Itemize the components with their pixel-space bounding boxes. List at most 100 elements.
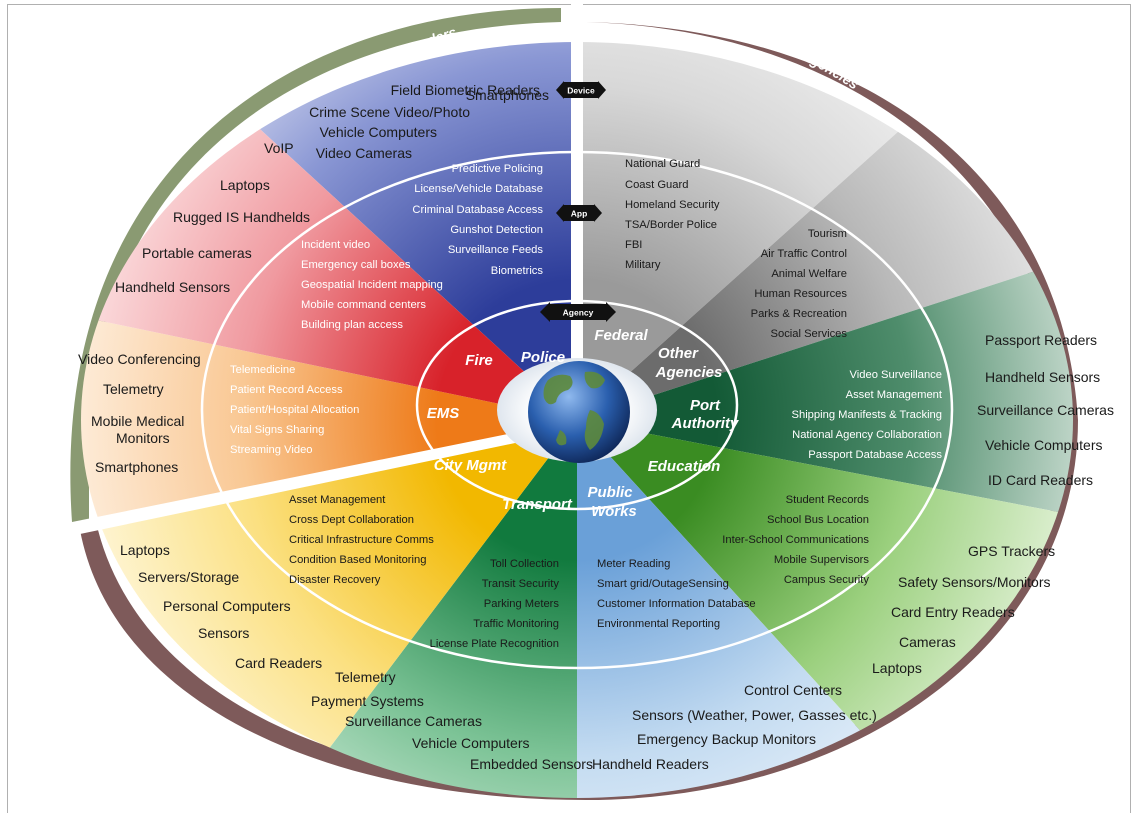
device-item: Sensors (Weather, Power, Gasses etc.) xyxy=(632,707,877,723)
app-item: TSA/Border Police xyxy=(625,219,717,231)
app-item: Video Surveillance xyxy=(850,369,942,381)
agency-ems: EMS xyxy=(427,405,460,422)
agency-port-1: Port xyxy=(690,397,721,414)
globe-land xyxy=(543,371,605,450)
agency-other-2: Agencies xyxy=(655,364,723,381)
device-item: VoIP xyxy=(264,140,294,156)
device-list-ems: Video Conferencing Telemetry Mobile Medi… xyxy=(78,351,201,475)
device-list-transport: Telemetry Payment Systems Surveillance C… xyxy=(311,669,593,772)
device-item: Cameras xyxy=(899,634,956,650)
agency-tag: Agency xyxy=(540,302,616,322)
app-list-federal: National Guard Coast Guard Homeland Secu… xyxy=(625,158,720,271)
app-item: Human Resources xyxy=(754,288,847,300)
agency-labels: Police Federal Other Agencies Port Autho… xyxy=(427,327,739,520)
device-list-education: GPS Trackers Safety Sensors/Monitors Car… xyxy=(872,543,1055,676)
app-list-police: Predictive Policing License/Vehicle Data… xyxy=(412,163,543,277)
globe-icon xyxy=(528,361,630,463)
device-item: Control Centers xyxy=(744,682,842,698)
device-item: Video Cameras xyxy=(316,145,412,161)
app-list-other: Tourism Air Traffic Control Animal Welfa… xyxy=(751,228,848,340)
device-item: Vehicle Computers xyxy=(985,437,1103,453)
device-item: Payment Systems xyxy=(311,693,424,709)
app-item: Meter Reading xyxy=(597,558,670,570)
app-item: Asset Management xyxy=(846,389,943,401)
app-list-public-works: Meter Reading Smart grid/OutageSensing C… xyxy=(597,558,756,630)
device-item: Card Entry Readers xyxy=(891,604,1015,620)
device-item: Handheld Readers xyxy=(592,756,709,772)
device-item: Mobile Medical xyxy=(91,413,184,429)
app-item: Student Records xyxy=(786,494,870,506)
app-item: Traffic Monitoring xyxy=(473,618,559,630)
device-item: Video Conferencing xyxy=(78,351,201,367)
app-item: Coast Guard xyxy=(625,179,688,191)
app-item: Gunshot Detection xyxy=(450,224,543,236)
app-list-port: Video Surveillance Asset Management Ship… xyxy=(792,369,943,461)
app-item: Patient Record Access xyxy=(230,384,343,396)
svg-text:Agency: Agency xyxy=(563,308,594,318)
agency-education: Education xyxy=(648,458,721,475)
device-item: Smartphones xyxy=(95,459,178,475)
app-item: Environmental Reporting xyxy=(597,618,720,630)
app-item: Mobile command centers xyxy=(301,299,426,311)
app-item: Asset Management xyxy=(289,494,386,506)
app-list-education: Student Records School Bus Location Inte… xyxy=(722,494,869,586)
app-item: Mobile Supervisors xyxy=(774,554,870,566)
app-item: Predictive Policing xyxy=(452,163,543,175)
device-item: Card Readers xyxy=(235,655,322,671)
device-item: Vehicle Computers xyxy=(412,735,530,751)
agency-public-2: Works xyxy=(591,503,637,520)
device-item: Monitors xyxy=(116,430,170,446)
app-item: Critical Infrastructure Comms xyxy=(289,534,434,546)
app-item: Criminal Database Access xyxy=(412,204,543,216)
device-item: ID Card Readers xyxy=(988,472,1093,488)
device-item: Surveillance Cameras xyxy=(977,402,1114,418)
app-item: Toll Collection xyxy=(490,558,559,570)
app-item: Transit Security xyxy=(482,578,560,590)
agency-public-1: Public xyxy=(587,484,633,501)
app-item: National Agency Collaboration xyxy=(792,429,942,441)
app-item: Homeland Security xyxy=(625,199,720,211)
app-item: Inter-School Communications xyxy=(722,534,869,546)
device-list-port: Passport Readers Handheld Sensors Survei… xyxy=(977,332,1114,488)
other-agencies-wedge xyxy=(577,130,1073,420)
device-item: Smartphones xyxy=(466,87,549,103)
agency-federal: Federal xyxy=(594,327,648,344)
app-item: Streaming Video xyxy=(230,444,313,456)
app-item: Social Services xyxy=(771,328,848,340)
app-item: Vital Signs Sharing xyxy=(230,424,324,436)
device-item: Handheld Sensors xyxy=(985,369,1100,385)
app-item: Disaster Recovery xyxy=(289,574,381,586)
device-item: Servers/Storage xyxy=(138,569,239,585)
ems-wedge xyxy=(81,300,577,540)
app-item: Campus Security xyxy=(784,574,870,586)
app-item: Telemedicine xyxy=(230,364,295,376)
device-item: Crime Scene Video/Photo xyxy=(309,104,470,120)
device-item: Personal Computers xyxy=(163,598,291,614)
app-item: Cross Dept Collaboration xyxy=(289,514,414,526)
device-item: Handheld Sensors xyxy=(115,279,230,295)
svg-text:App: App xyxy=(571,209,588,219)
device-item: Vehicle Computers xyxy=(319,124,437,140)
device-item: Laptops xyxy=(220,177,270,193)
app-item: Patient/Hospital Allocation xyxy=(230,404,359,416)
app-item: Passport Database Access xyxy=(808,449,942,461)
agency-other-1: Other xyxy=(658,345,699,362)
app-item: Shipping Manifests & Tracking xyxy=(792,409,942,421)
app-list-fire: Incident video Emergency call boxes Geos… xyxy=(301,239,443,331)
app-list-city: Asset Management Cross Dept Collaboratio… xyxy=(289,494,434,586)
device-item: Rugged IS Handhelds xyxy=(173,209,310,225)
diagram-frame xyxy=(7,4,1131,813)
agency-ring xyxy=(415,299,739,511)
app-list-transport: Toll Collection Transit Security Parking… xyxy=(430,558,560,650)
app-item: Geospatial Incident mapping xyxy=(301,279,443,291)
app-item: Smart grid/OutageSensing xyxy=(597,578,729,590)
app-item: Surveillance Feeds xyxy=(448,244,544,256)
app-item: Air Traffic Control xyxy=(761,248,847,260)
app-item: Biometrics xyxy=(491,265,544,277)
device-list-police: Smartphones Field Biometric Readers Crim… xyxy=(309,82,549,161)
device-item: Field Biometric Readers xyxy=(391,82,540,98)
port-authority-wedge xyxy=(577,250,1073,520)
app-item: School Bus Location xyxy=(767,514,869,526)
app-list-ems: Telemedicine Patient Record Access Patie… xyxy=(230,364,359,456)
device-item: Telemetry xyxy=(103,381,164,397)
